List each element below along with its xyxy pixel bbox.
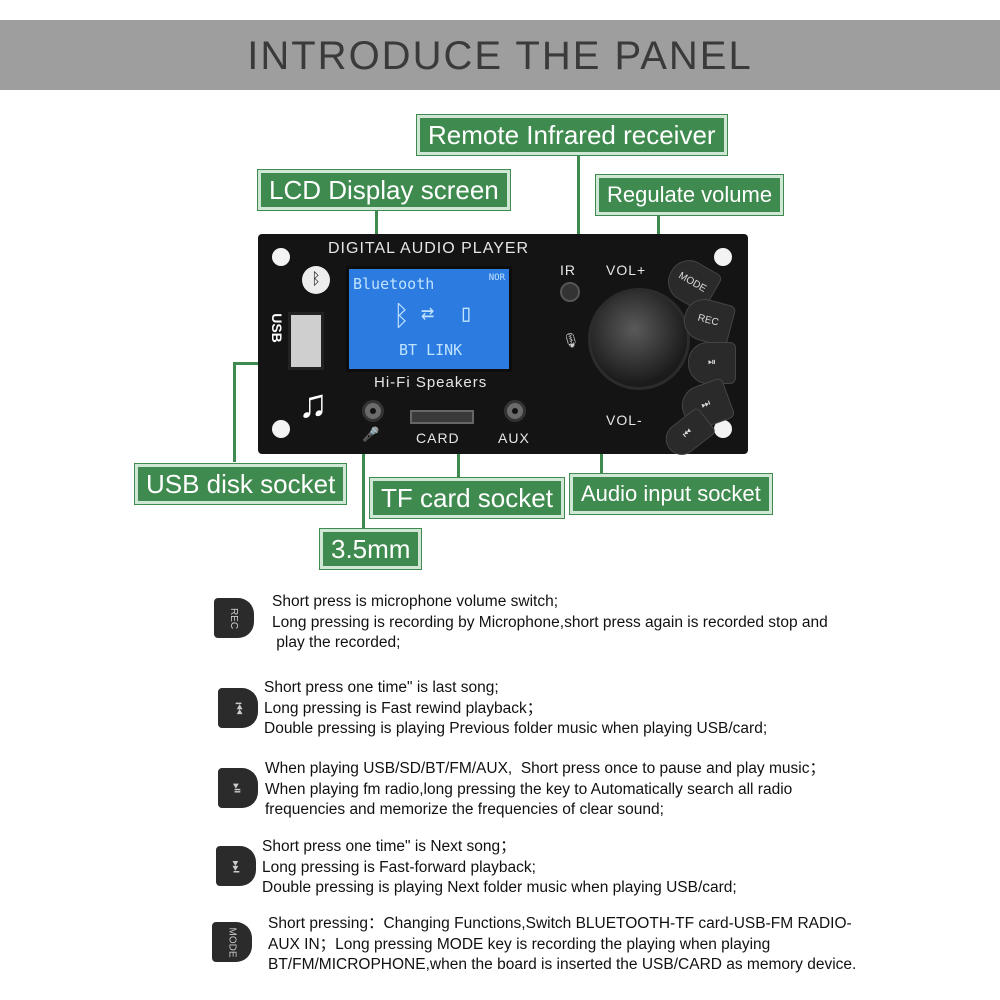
usb-label: USB [268, 313, 285, 343]
previous-key-icon: ⏮ [218, 688, 258, 728]
lcd-screen: Bluetooth NOR ᛒ ⇄ ▯ BT LINK [346, 266, 512, 372]
ir-label: IR [560, 262, 576, 278]
volume-knob[interactable] [588, 288, 690, 390]
mount-hole-top-right [714, 248, 732, 266]
next-key-description: Short press one time" is Next song； Long… [262, 838, 737, 896]
callout-audio-input: Audio input socket [570, 474, 772, 514]
card-label: CARD [416, 430, 460, 446]
bluetooth-icon: ᛒ [393, 299, 410, 332]
mount-hole-bottom-right [714, 420, 732, 438]
callout-volume: Regulate volume [596, 175, 784, 215]
mic-jack-icon: 🎤 [362, 426, 380, 442]
callout-usb: USB disk socket [135, 464, 347, 504]
play-pause-key-icon: ⏯ [218, 768, 258, 808]
hifi-label: Hi-Fi Speakers [374, 374, 488, 391]
lcd-badge: NOR [488, 273, 505, 283]
mount-hole-top-left [272, 248, 290, 266]
title-banner: INTRODUCE THE PANEL [0, 20, 1000, 90]
mode-key-description: Short pressing：Changing Functions,Switch… [268, 915, 857, 973]
next-key-icon: ⏭ [216, 846, 256, 886]
callout-lcd: LCD Display screen [258, 170, 510, 210]
ir-receiver [560, 282, 580, 302]
connector-jack [362, 412, 365, 530]
connector-ir [577, 153, 580, 293]
rec-key-icon: REC [214, 598, 254, 638]
mount-hole-bottom-left [272, 420, 290, 438]
rec-key-description: Short press is microphone volume switch;… [272, 593, 828, 651]
play-pause-button[interactable]: ⏯ [688, 342, 736, 384]
connector-usb-v [233, 362, 236, 462]
music-note-icon: ♫ [298, 382, 328, 426]
bluetooth-badge-icon: ᛒ [302, 266, 330, 294]
callout-jack: 3.5mm [320, 529, 422, 569]
mode-key-icon: MODE [212, 922, 252, 962]
callout-tf-card: TF card socket [370, 478, 564, 518]
play-pause-key-description: When playing USB/SD/BT/FM/AUX, Short pre… [265, 760, 825, 818]
aux-label: AUX [498, 430, 530, 446]
vol-plus-label: VOL+ [606, 262, 647, 278]
lcd-line-bt-link: BT LINK [399, 341, 463, 359]
aux-jack[interactable] [504, 400, 526, 422]
tf-card-slot[interactable] [410, 410, 474, 424]
phone-icon: ▯ [459, 299, 474, 327]
headphone-jack-3-5mm[interactable] [362, 400, 384, 422]
transfer-arrows-icon: ⇄ [421, 301, 435, 326]
usb-socket[interactable] [288, 312, 324, 370]
microphone-icon: 🎙 [562, 332, 580, 348]
vol-minus-label: VOL- [606, 412, 643, 428]
panel-title: DIGITAL AUDIO PLAYER [328, 240, 530, 257]
lcd-line-bluetooth: Bluetooth [353, 275, 435, 293]
callout-ir-receiver: Remote Infrared receiver [417, 115, 727, 155]
previous-key-description: Short press one time" is last song; Long… [264, 679, 768, 737]
page-title: INTRODUCE THE PANEL [247, 34, 753, 78]
device-panel: DIGITAL AUDIO PLAYER ᛒ USB ♫ Bluetooth N… [258, 234, 748, 462]
